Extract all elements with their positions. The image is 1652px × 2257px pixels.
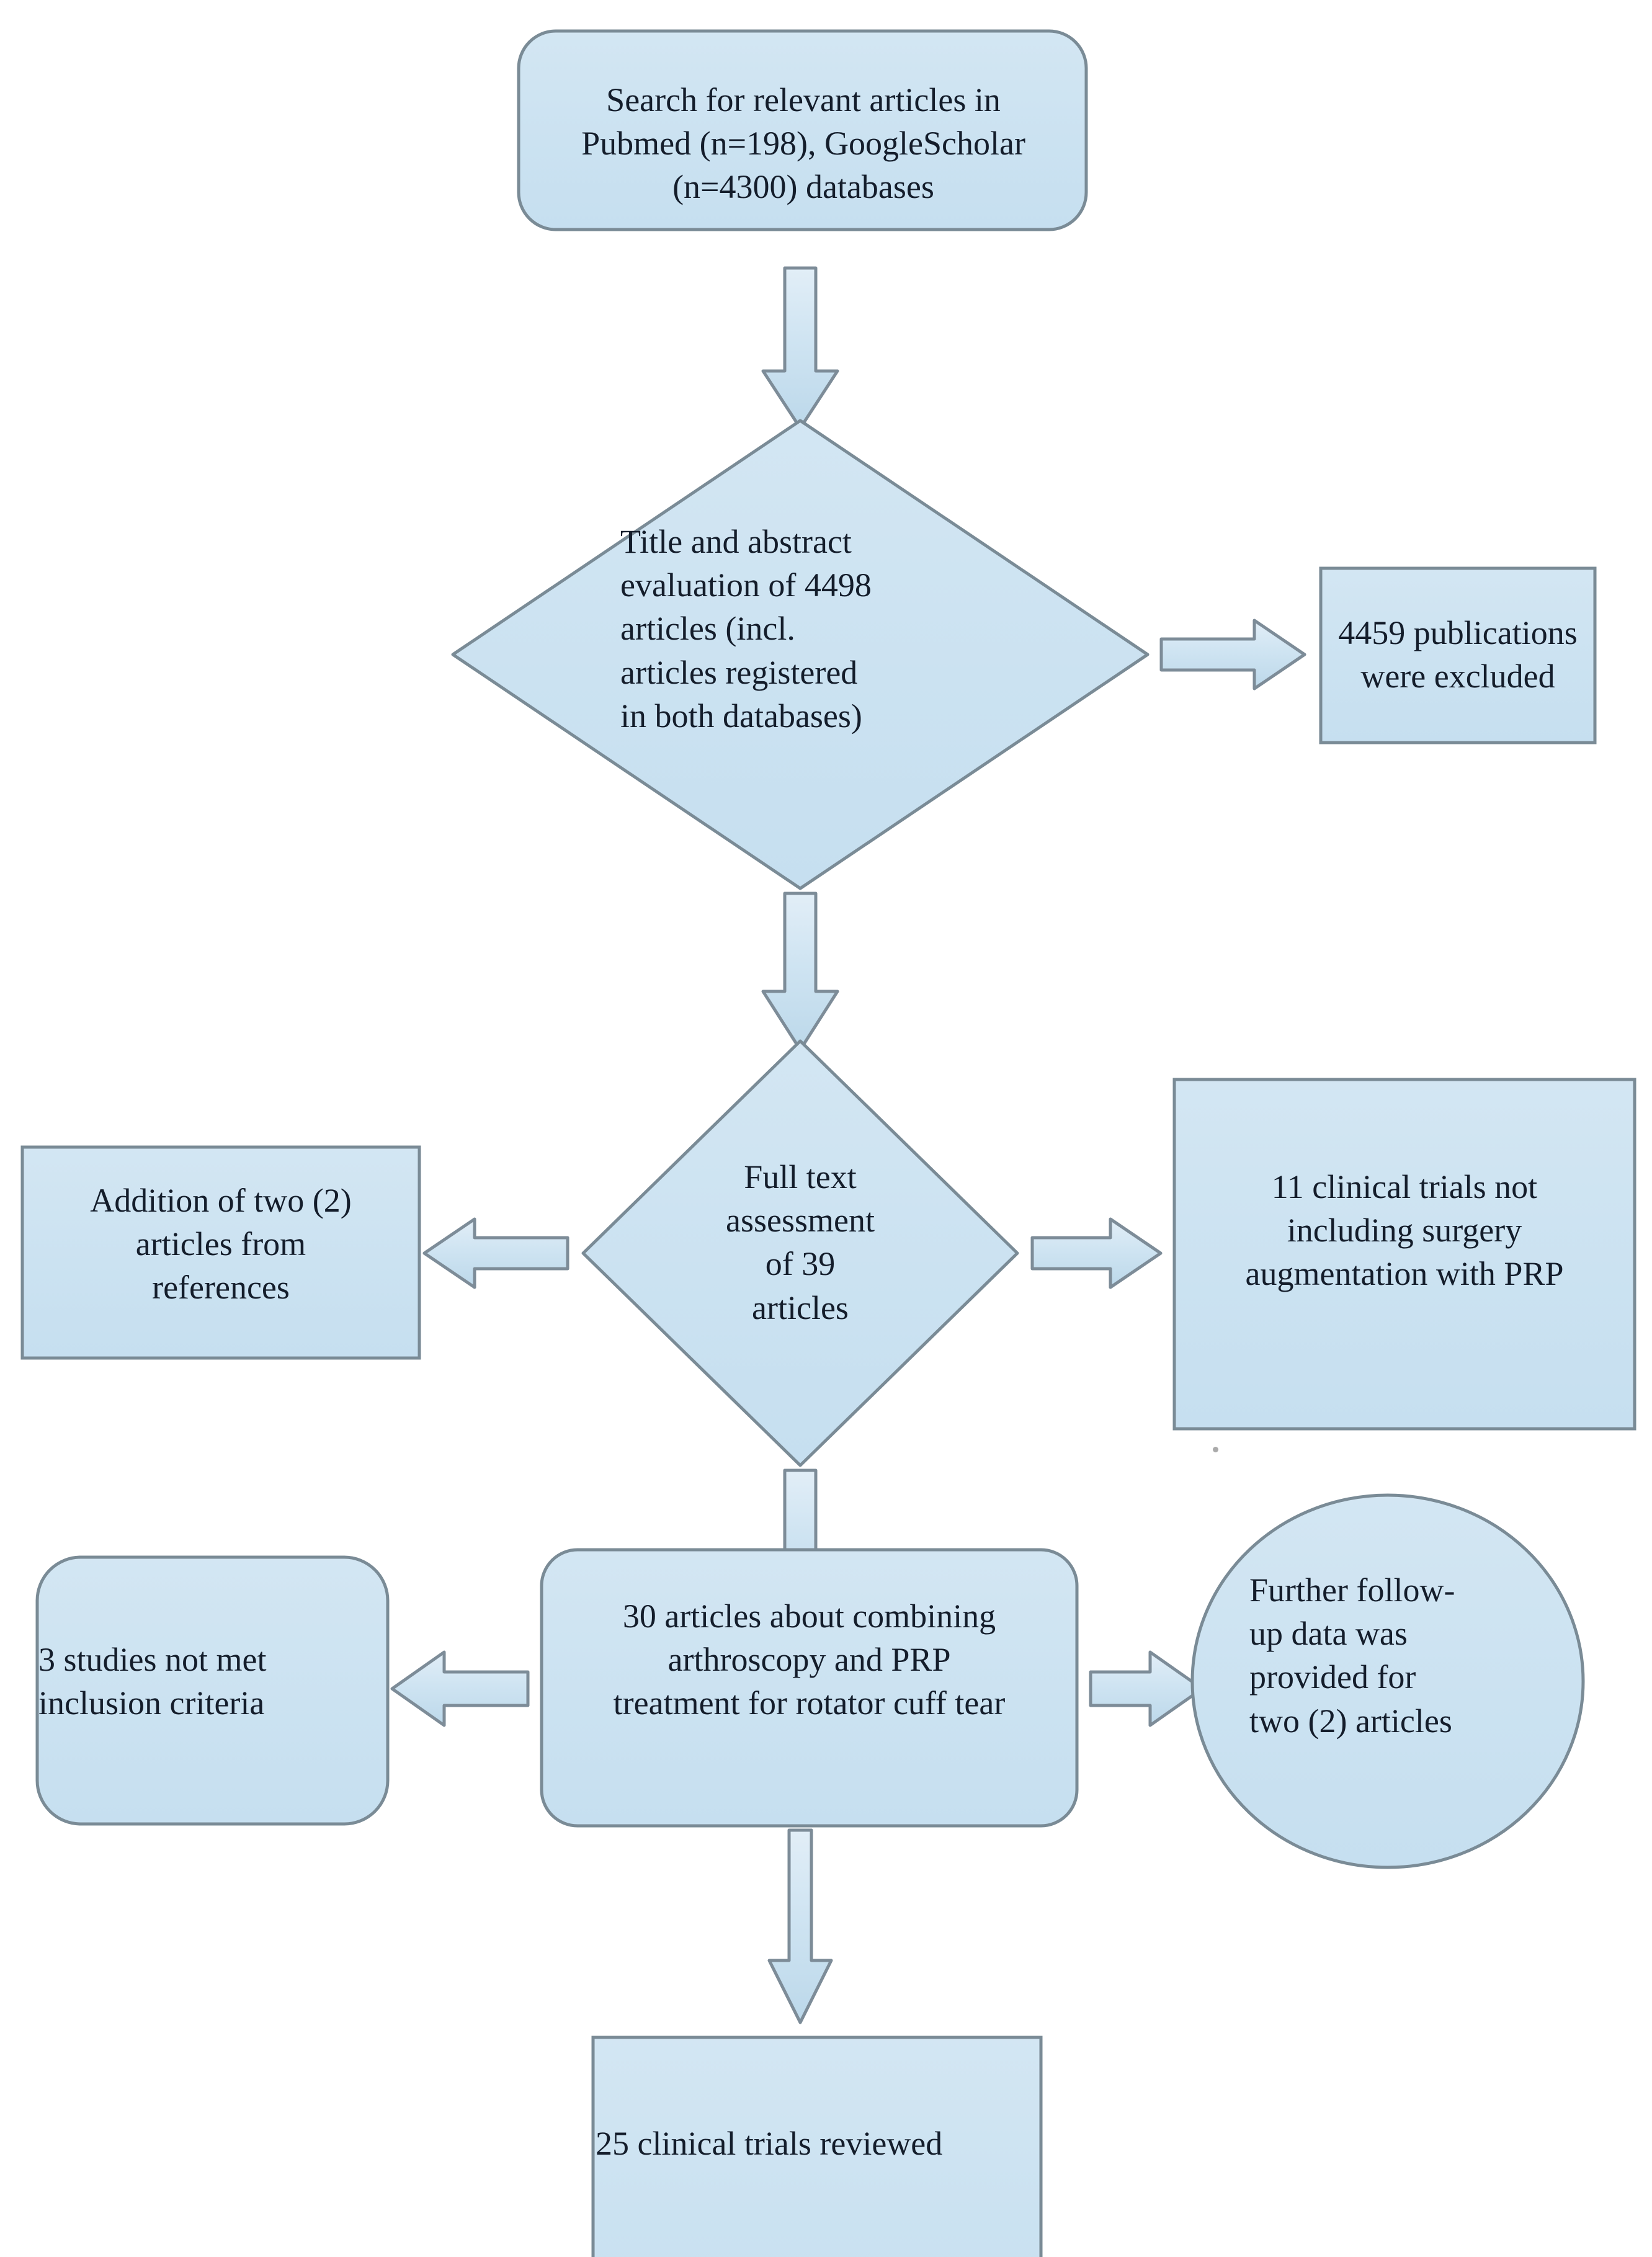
node-combining-arthroscopy-shape[interactable] <box>540 1548 1079 1828</box>
edge-combining-to-followup-arrow <box>1089 1650 1204 1727</box>
node-further-followup-shape[interactable] <box>1190 1493 1585 1869</box>
edge-title-to-fulltext-arrow <box>761 892 839 1052</box>
node-search-shape[interactable] <box>517 29 1088 231</box>
edge-combining-to-notmet-arrow <box>390 1650 530 1727</box>
node-excluded-publications-shape[interactable] <box>1319 566 1597 744</box>
edge-fulltext-to-addition-arrow <box>422 1217 569 1289</box>
edge-title-to-excluded-arrow <box>1159 619 1306 691</box>
node-full-text-shape[interactable] <box>581 1039 1019 1467</box>
scan-speck-artifact <box>1213 1447 1218 1452</box>
edge-combining-to-reviewed-arrow <box>767 1828 833 2024</box>
node-title-abstract-shape[interactable] <box>451 419 1150 890</box>
edge-search-to-title-arrow <box>761 266 839 430</box>
node-no-surgery-augmentation-shape[interactable] <box>1172 1078 1636 1431</box>
node-reviewed-shape[interactable] <box>591 2036 1043 2257</box>
node-addition-references-shape[interactable] <box>20 1145 421 1360</box>
node-not-met-criteria-shape[interactable] <box>35 1555 390 1826</box>
edge-fulltext-to-nosurgery-arrow <box>1030 1217 1163 1289</box>
